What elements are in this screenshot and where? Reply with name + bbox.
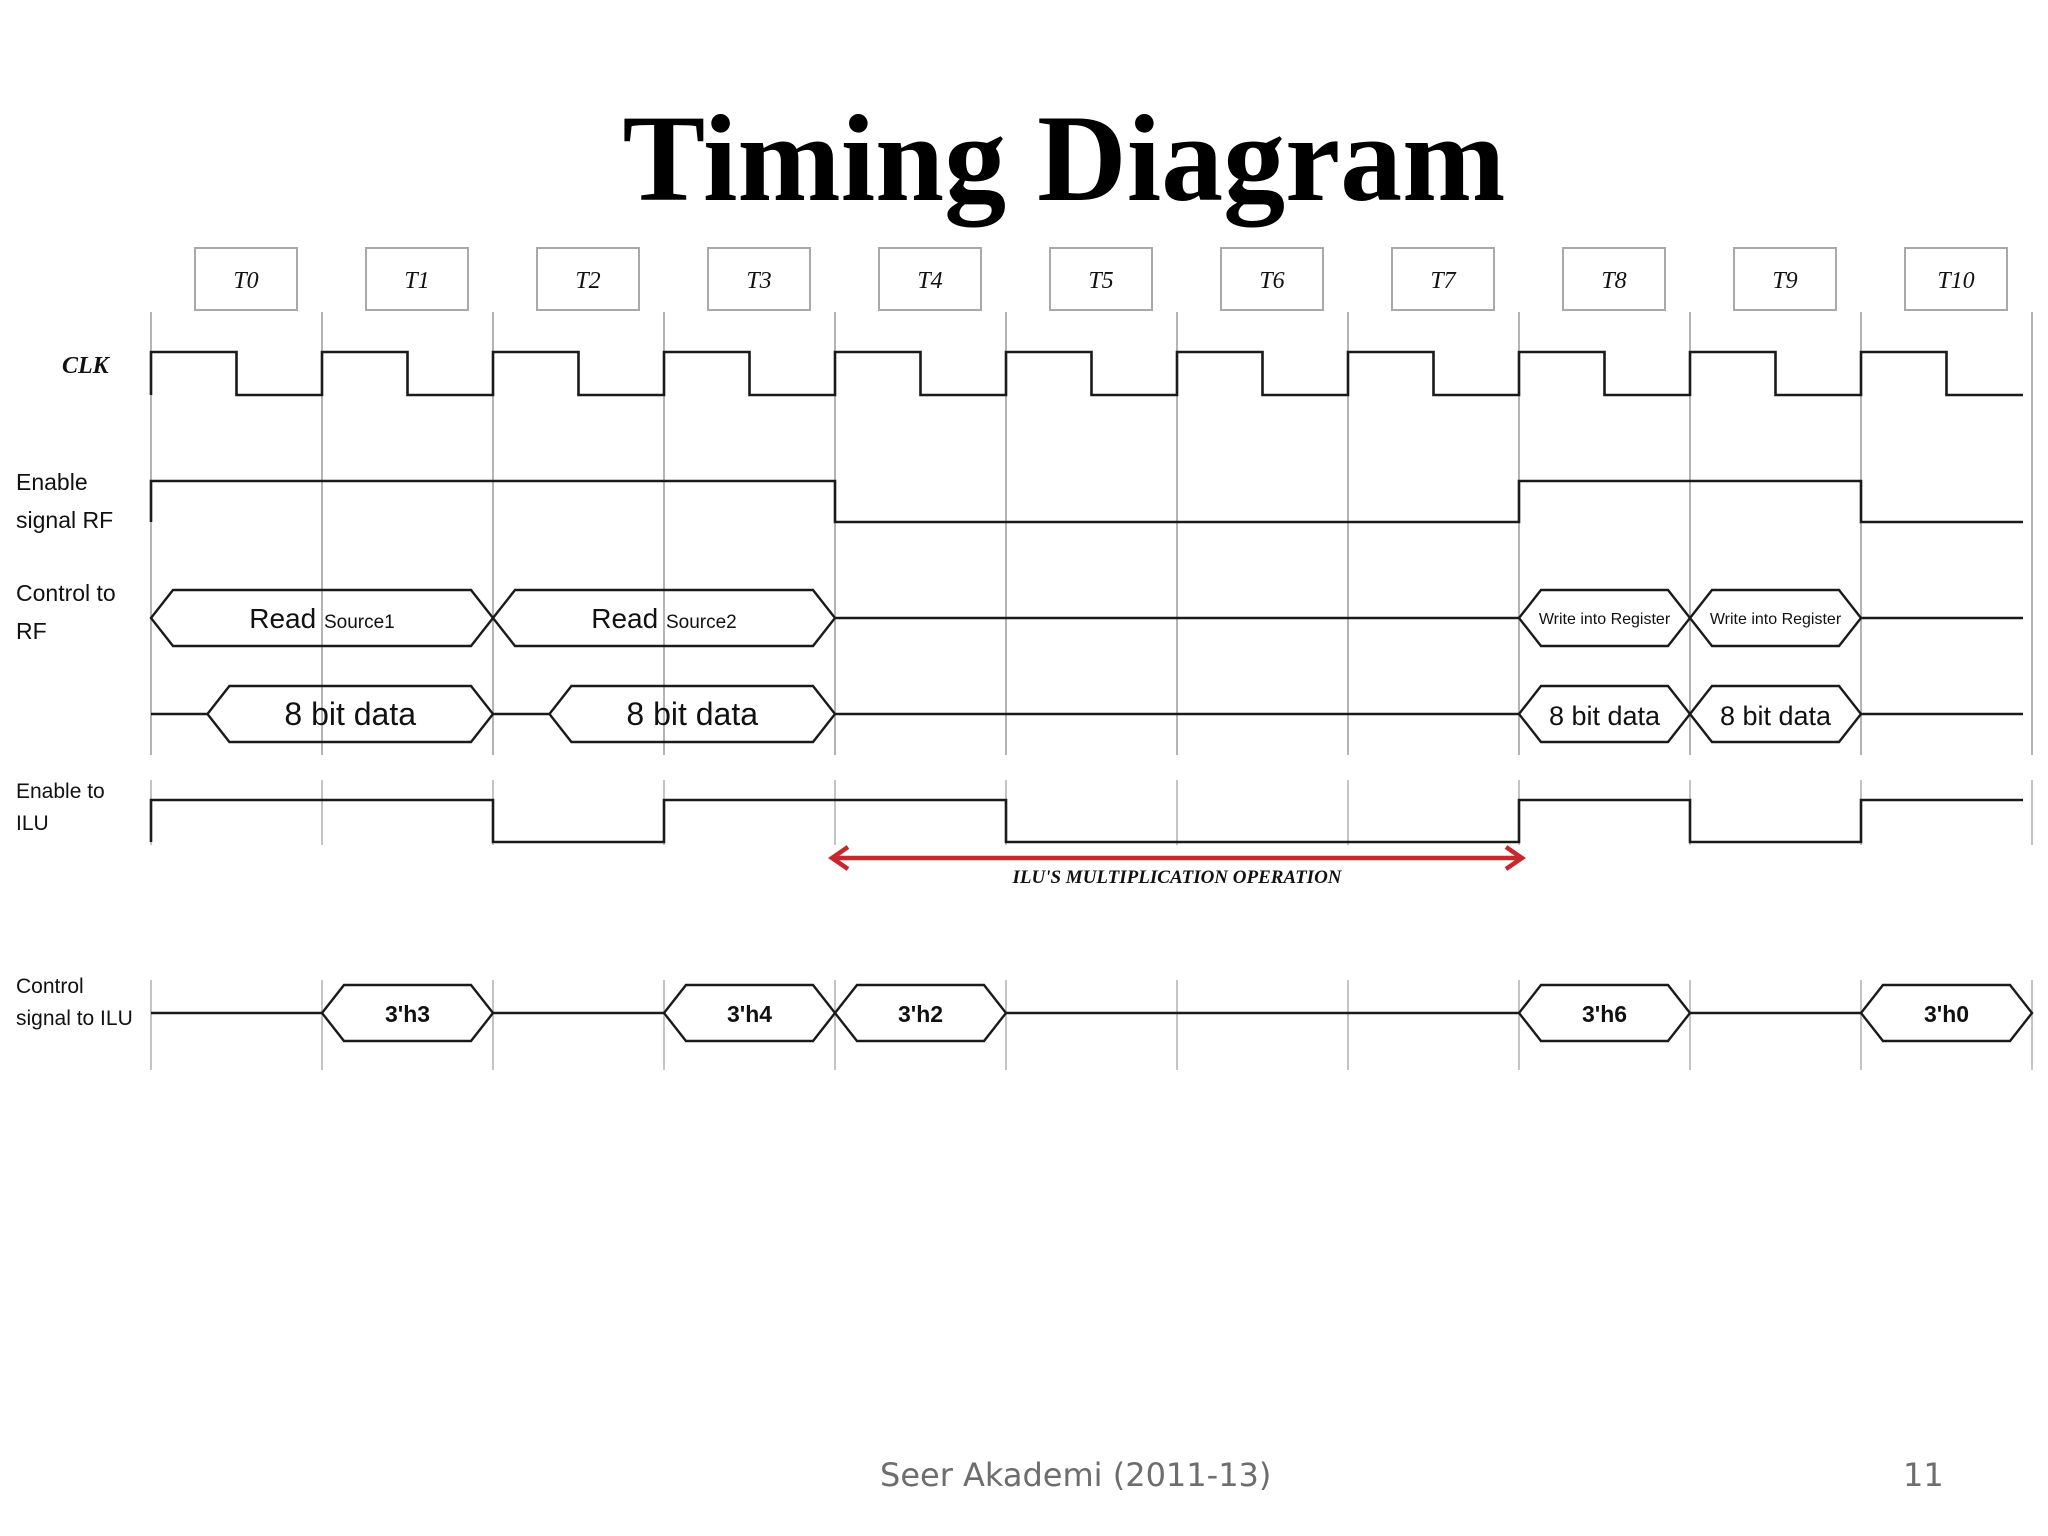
bus-value-label: Read Source1 — [249, 603, 395, 634]
bus-value-label: 3'h3 — [385, 1001, 430, 1027]
bus-value-label: 8 bit data — [1549, 701, 1661, 731]
time-slot-label: T3 — [746, 268, 771, 294]
time-slot-label: T10 — [1937, 268, 1974, 294]
time-slot-label: T6 — [1259, 268, 1284, 294]
bus-value-label: 3'h4 — [727, 1001, 772, 1027]
time-slot-label: T4 — [917, 268, 942, 294]
bus-value-label: 8 bit data — [626, 696, 758, 732]
signal-label-control_rf: Control to — [16, 580, 116, 606]
time-slot-box — [194, 247, 298, 311]
arrowhead-left-icon — [828, 845, 850, 871]
waveform-enable-rf — [149, 479, 2023, 524]
bus-value-label: Read Source2 — [591, 603, 737, 634]
signal-label-enable_rf: Enable — [16, 469, 88, 495]
bus-value-label: 3'h2 — [898, 1001, 943, 1027]
time-slot-box — [1904, 247, 2008, 311]
waveform-control-ilu-segment — [1859, 983, 2034, 1043]
time-slot-box — [878, 247, 982, 311]
annotation-label: ILU'S MULTIPLICATION OPERATION — [1011, 867, 1342, 888]
time-slot-label: T5 — [1088, 268, 1113, 294]
time-slot-box — [536, 247, 640, 311]
time-slot-label: T7 — [1430, 268, 1456, 294]
bus-value-label: 8 bit data — [1720, 701, 1832, 731]
time-slot-box — [1733, 247, 1837, 311]
arrowhead-right-icon — [1504, 845, 1526, 871]
time-slot-label: T1 — [404, 268, 429, 294]
bus-value-label: 3'h6 — [1582, 1001, 1627, 1027]
bus-value-label: 8 bit data — [284, 696, 416, 732]
bus-value-label: 3'h0 — [1924, 1001, 1969, 1027]
bus-value-label: Write into Register — [1539, 611, 1671, 628]
signal-label-control_ilu: signal to ILU — [16, 1007, 133, 1030]
signal-label-control_ilu: Control — [16, 975, 84, 998]
waveform-enable-ilu — [149, 798, 2023, 844]
time-slot-label: T2 — [575, 268, 600, 294]
waveform-clk — [149, 350, 2023, 397]
time-slot-box — [365, 247, 469, 311]
time-slot-box — [1562, 247, 1666, 311]
signal-label-enable_rf: signal RF — [16, 507, 113, 533]
footer-source: Seer Akademi (2011-13) — [880, 1456, 1272, 1494]
time-slot-label: T8 — [1601, 268, 1626, 294]
page-title: Timing Diagram — [622, 90, 1506, 227]
signal-label-control_rf: RF — [16, 618, 47, 644]
time-slot-box — [1049, 247, 1153, 311]
time-slot-box — [1220, 247, 1324, 311]
time-slot-box — [707, 247, 811, 311]
time-slot-label: T0 — [233, 268, 258, 294]
time-slot-box — [1391, 247, 1495, 311]
bus-value-label: Write into Register — [1710, 611, 1842, 628]
signal-label-enable_ilu: Enable to — [16, 780, 105, 803]
signal-label-enable_ilu: ILU — [16, 812, 49, 835]
page-number: 11 — [1903, 1456, 1944, 1494]
time-slot-label: T9 — [1772, 268, 1797, 294]
signal-label-clk: CLK — [62, 353, 111, 379]
